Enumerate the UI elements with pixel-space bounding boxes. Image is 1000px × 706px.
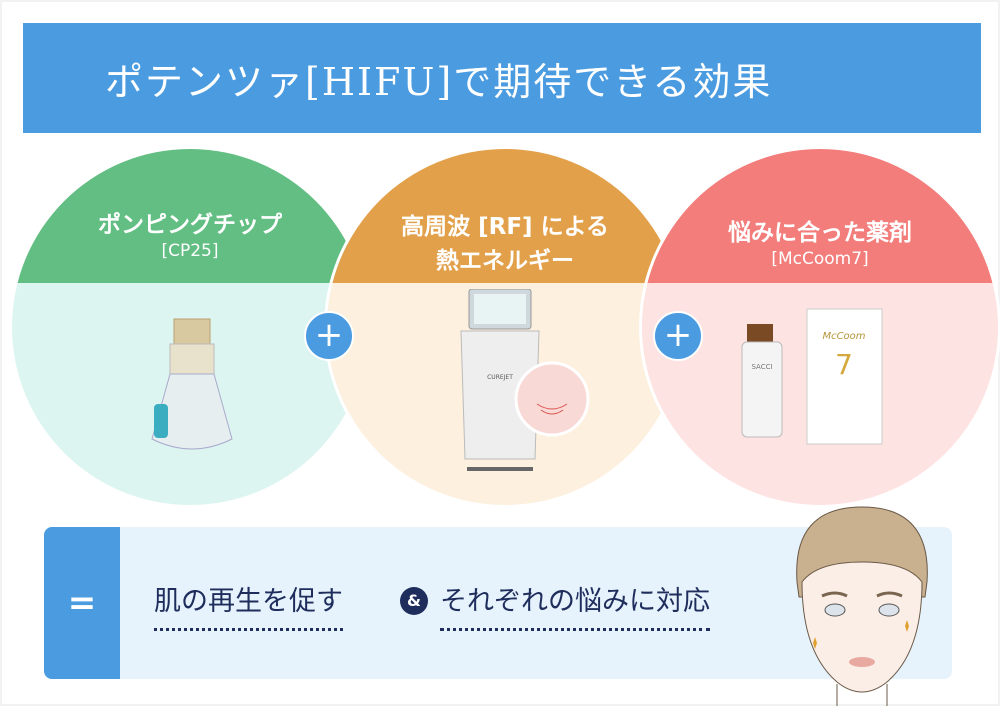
box-number: 7 [835,348,853,381]
vial-brand: SACCI [751,363,772,371]
result-phrase-concerns: それぞれの悩みに対応 [440,579,710,631]
component-title: 高周波 [RF] による [401,214,609,240]
plus-icon: + [304,311,354,361]
mccoom7-product-image: McCoom 7 SACCI [741,308,883,445]
rf-machine-image: CUREJET [460,289,590,471]
box-brand: McCoom [822,331,865,342]
machine-brand: CUREJET [487,374,513,381]
component-mccoom7: 悩みに合った薬剤 [McCoom7] McCoom 7 SACCI [639,146,1000,508]
component-rf-energy: 高周波 [RF] による 熱エネルギー CUREJET [324,146,686,508]
component-title: 悩みに合った薬剤 [728,220,912,246]
title-banner: ポテンツァ[HIFU]で期待できる効果 [23,23,981,133]
component-subtitle: [CP25] [161,241,219,261]
ampersand-badge: & [400,587,428,615]
page-title: ポテンツァ[HIFU]で期待できる効果 [105,60,773,104]
equals-icon: = [44,527,120,679]
result-phrase-regeneration: 肌の再生を促す [154,579,343,631]
component-subtitle: 熱エネルギー [436,248,574,274]
pumping-tip-image [151,318,233,450]
component-subtitle: [McCoom7] [771,249,869,269]
woman-face-illustration [796,506,928,706]
plus-icon: + [653,311,703,361]
component-title: ポンピングチップ [98,212,282,238]
